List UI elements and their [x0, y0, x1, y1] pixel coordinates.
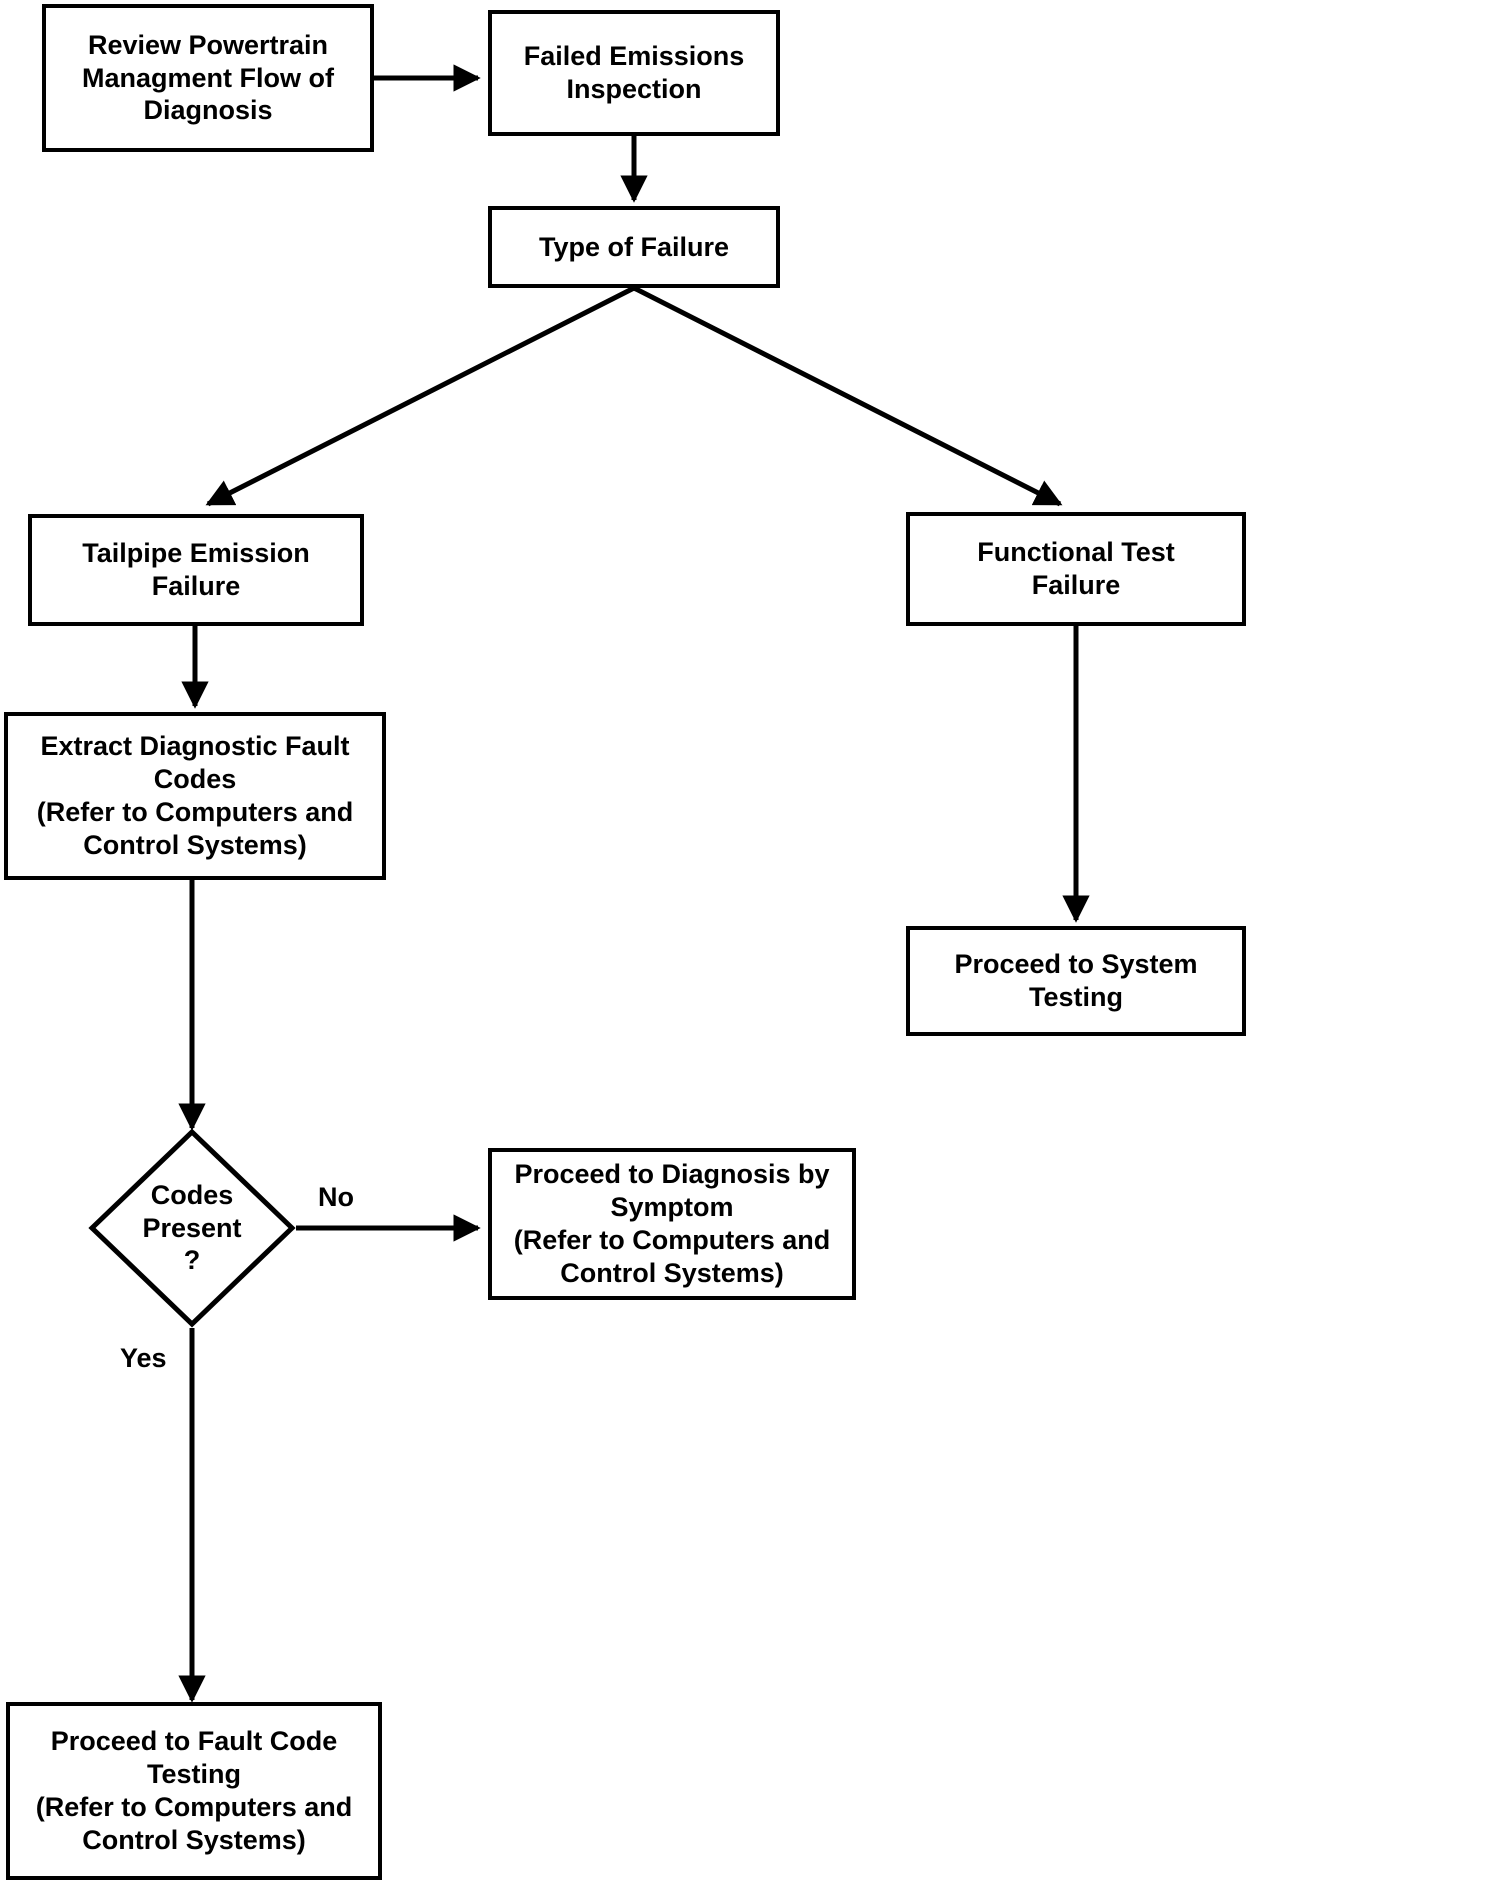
node-label: Functional Test Failure	[977, 537, 1175, 600]
edge-label-no: No	[318, 1182, 354, 1213]
node-failed-emissions-inspection[interactable]: Failed Emissions Inspection	[488, 10, 780, 136]
edge-label-yes-text: Yes	[120, 1343, 167, 1373]
node-proceed-to-diagnosis-by-symptom[interactable]: Proceed to Diagnosis by Symptom (Refer t…	[488, 1148, 856, 1300]
node-label: Extract Diagnostic Fault Codes (Refer to…	[36, 731, 354, 860]
node-functional-test-failure[interactable]: Functional Test Failure	[906, 512, 1246, 626]
node-label: Failed Emissions Inspection	[523, 41, 745, 104]
node-label: Codes Present ?	[142, 1179, 242, 1276]
node-label: Proceed to Fault Code Testing (Refer to …	[35, 1726, 353, 1855]
node-tailpipe-emission-failure[interactable]: Tailpipe Emission Failure	[28, 514, 364, 626]
connector-type-of-failure-to-tailpipe	[205, 285, 636, 507]
node-label: Type of Failure	[538, 231, 730, 262]
node-proceed-to-fault-code-testing[interactable]: Proceed to Fault Code Testing (Refer to …	[6, 1702, 382, 1880]
node-review-powertrain-flow[interactable]: Review Powertrain Managment Flow of Diag…	[42, 4, 374, 152]
node-label: Tailpipe Emission Failure	[82, 538, 310, 601]
node-label: Proceed to System Testing	[954, 949, 1198, 1012]
edge-label-yes: Yes	[120, 1343, 167, 1374]
node-proceed-to-system-testing[interactable]: Proceed to System Testing	[906, 926, 1246, 1036]
diamond-shape	[88, 1128, 296, 1328]
edge-label-no-text: No	[318, 1182, 354, 1212]
node-extract-diagnostic-fault-codes[interactable]: Extract Diagnostic Fault Codes (Refer to…	[4, 712, 386, 880]
node-label: Proceed to Diagnosis by Symptom (Refer t…	[513, 1159, 831, 1288]
node-type-of-failure[interactable]: Type of Failure	[488, 206, 780, 288]
connector-type-of-failure-to-functional-test	[632, 285, 1063, 507]
node-label: Review Powertrain Managment Flow of Diag…	[82, 29, 334, 126]
node-codes-present-decision[interactable]: Codes Present ?	[88, 1128, 296, 1328]
